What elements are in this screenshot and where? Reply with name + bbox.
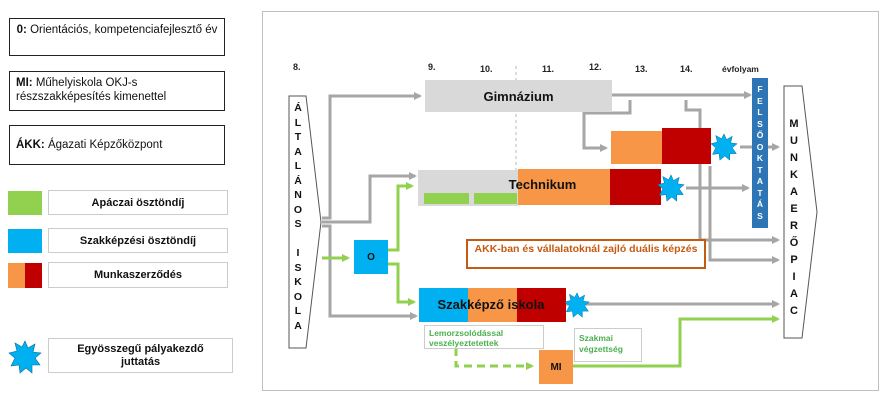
legend-mi: MI: Műhelyiskola OKJ-s részszakképesítés… — [9, 71, 225, 111]
gimnazium-box — [425, 80, 612, 112]
legend-orientation-text: Orientációs, kompetenciafejlesztő év — [30, 24, 218, 36]
swatch-munkaszerzodes-red — [25, 263, 42, 288]
szakkepzo-blue — [419, 288, 468, 322]
gimn-orange-block — [611, 131, 662, 164]
legend-szakkepzesi: Szakképzési ösztöndíj — [48, 228, 228, 253]
orientation-box — [354, 240, 388, 274]
akk-box: AKK-ban és vállalatoknál zajló duális ké… — [466, 239, 706, 269]
legend-szakkepzesi-label: Szakképzési ösztöndíj — [79, 234, 197, 247]
technikum-green-2 — [474, 193, 517, 204]
grade-evfolyam: évfolyam — [722, 64, 759, 74]
szakkepzo-red — [517, 288, 566, 322]
swatch-szakkepzesi — [8, 229, 42, 253]
starburst-szakkepzo-icon — [564, 292, 590, 318]
starburst-technikum-icon — [657, 174, 685, 202]
grade-8: 8. — [293, 62, 301, 72]
lemorzsolodas-box: Lemorzsolódással veszélyeztetettek — [424, 325, 544, 349]
grade-14: 14. — [680, 64, 693, 74]
szakmai-label: Szakmai végzettség — [579, 333, 623, 354]
munkaeropiac-shape — [783, 85, 818, 339]
legend-apaczai: Apáczai ösztöndíj — [48, 190, 228, 215]
lemorzsolodas-label: Lemorzsolódással veszélyeztetettek — [429, 328, 504, 348]
legend-akk: ÁKK: Ágazati Képzőközpont — [9, 125, 225, 165]
legend-apaczai-label: Apáczai ösztöndíj — [91, 196, 185, 209]
grade-12: 12. — [589, 62, 602, 72]
szakkepzo-orange — [468, 288, 517, 322]
legend-mi-text: Műhelyiskola OKJ-s részszakképesítés kim… — [16, 77, 167, 103]
szakmai-box: Szakmai végzettség — [574, 328, 642, 362]
gimnazium-label: Gimnázium — [483, 88, 554, 104]
starburst-legend-icon — [8, 340, 42, 374]
legend-egyosszegu-label: Egyösszegű pályakezdő juttatás — [77, 342, 204, 368]
swatch-munkaszerzodes-orange — [8, 263, 25, 288]
orientation-label: O — [367, 251, 375, 263]
legend-mi-code: MI: — [16, 77, 33, 89]
legend-akk-code: ÁKK: — [16, 139, 45, 151]
legend-orientation: 0: Orientációs, kompetenciafejlesztő év — [9, 18, 225, 56]
grade-10: 10. — [480, 64, 493, 74]
altalanos-iskola-shape — [288, 95, 322, 349]
felsooktatas-bar — [752, 78, 768, 228]
legend-akk-text: Ágazati Képzőközpont — [47, 139, 163, 151]
mi-box — [539, 350, 573, 384]
technikum-label: Technikum — [508, 176, 577, 192]
legend-orientation-code: 0: — [16, 24, 27, 36]
grade-13: 13. — [635, 64, 648, 74]
legend-munkaszerzodes-label: Munkaszerződés — [93, 269, 183, 281]
grade-11: 11. — [542, 64, 555, 74]
grade-9: 9. — [428, 62, 436, 72]
technikum-orange — [518, 169, 610, 205]
swatch-apaczai — [8, 191, 42, 215]
technikum-green-1 — [424, 193, 469, 204]
szakkepzo-label: Szakképző iskola — [437, 296, 545, 312]
diagram-frame — [262, 11, 879, 391]
gimn-red-block — [662, 128, 711, 164]
mi-label: MI — [550, 361, 562, 373]
akk-label: AKK-ban és vállalatoknál zajló duális ké… — [474, 243, 698, 255]
legend-munkaszerzodes: Munkaszerződés — [48, 262, 228, 288]
technikum-red — [610, 169, 661, 205]
legend-egyosszegu: Egyösszegű pályakezdő juttatás — [48, 338, 233, 373]
starburst-gimn-icon — [710, 133, 738, 161]
